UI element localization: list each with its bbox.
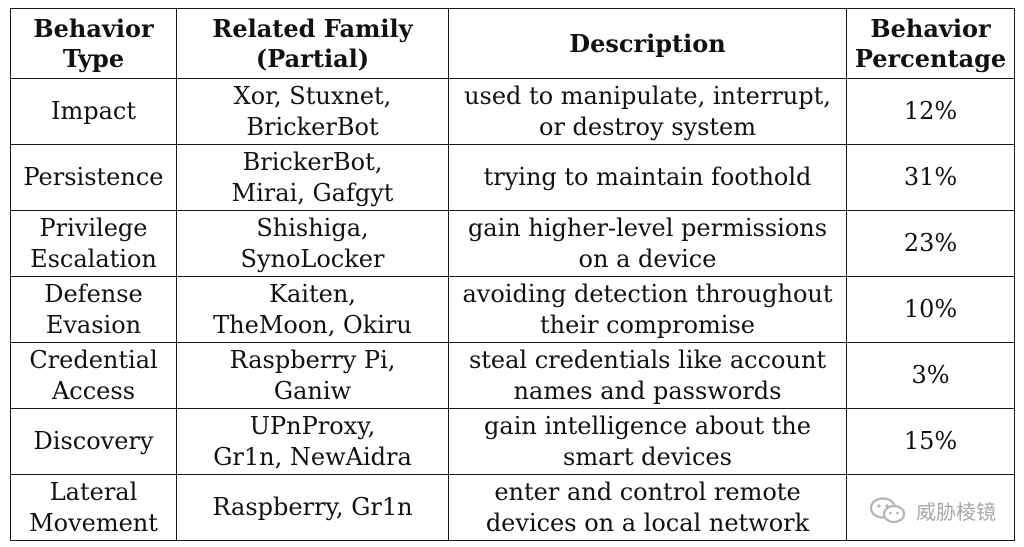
cell-percentage: 12% xyxy=(846,78,1015,145)
cell-type: Lateral Movement xyxy=(10,474,177,541)
cell-type: Credential Access xyxy=(10,342,177,409)
table-row: Persistence BrickerBot, Mirai, Gafgyt tr… xyxy=(10,144,1015,211)
cell-percentage: 10% xyxy=(846,276,1015,343)
header-related-family: Related Family (Partial) xyxy=(176,8,449,79)
table-row: Credential Access Raspberry Pi, Ganiw st… xyxy=(10,342,1015,409)
cell-family: Raspberry Pi, Ganiw xyxy=(176,342,449,409)
cell-description: avoiding detection throughout their comp… xyxy=(448,276,847,343)
cell-description: trying to maintain foothold xyxy=(448,144,847,211)
cell-description: steal credentials like account names and… xyxy=(448,342,847,409)
cell-family: Kaiten, TheMoon, Okiru xyxy=(176,276,449,343)
table-row: Lateral Movement Raspberry, Gr1n enter a… xyxy=(10,474,1015,541)
header-behavior-type: Behavior Type xyxy=(10,8,177,79)
cell-type: Discovery xyxy=(10,408,177,475)
cell-type: Persistence xyxy=(10,144,177,211)
cell-type: Defense Evasion xyxy=(10,276,177,343)
cell-type: Impact xyxy=(10,78,177,145)
cell-description: used to manipulate, interrupt, or destro… xyxy=(448,78,847,145)
cell-description: gain intelligence about the smart device… xyxy=(448,408,847,475)
cell-family: Xor, Stuxnet, BrickerBot xyxy=(176,78,449,145)
cell-percentage: 23% xyxy=(846,210,1015,277)
cell-percentage: 31% xyxy=(846,144,1015,211)
header-description: Description xyxy=(448,8,847,79)
table-row: Discovery UPnProxy, Gr1n, NewAidra gain … xyxy=(10,408,1015,475)
cell-percentage: 3% xyxy=(846,342,1015,409)
table-row: Defense Evasion Kaiten, TheMoon, Okiru a… xyxy=(10,276,1015,343)
header-row: Behavior Type Related Family (Partial) D… xyxy=(10,8,1015,79)
cell-description: gain higher-level permissions on a devic… xyxy=(448,210,847,277)
table-row: Impact Xor, Stuxnet, BrickerBot used to … xyxy=(10,78,1015,145)
table-row: Privilege Escalation Shishiga, SynoLocke… xyxy=(10,210,1015,277)
cell-family: Shishiga, SynoLocker xyxy=(176,210,449,277)
cell-type: Privilege Escalation xyxy=(10,210,177,277)
behavior-table: Behavior Type Related Family (Partial) D… xyxy=(10,8,1015,541)
cell-family: BrickerBot, Mirai, Gafgyt xyxy=(176,144,449,211)
header-behavior-percentage: Behavior Percentage xyxy=(846,8,1015,79)
cell-family: UPnProxy, Gr1n, NewAidra xyxy=(176,408,449,475)
cell-family: Raspberry, Gr1n xyxy=(176,474,449,541)
cell-percentage: 15% xyxy=(846,408,1015,475)
cell-description: enter and control remote devices on a lo… xyxy=(448,474,847,541)
cell-percentage xyxy=(846,474,1015,541)
